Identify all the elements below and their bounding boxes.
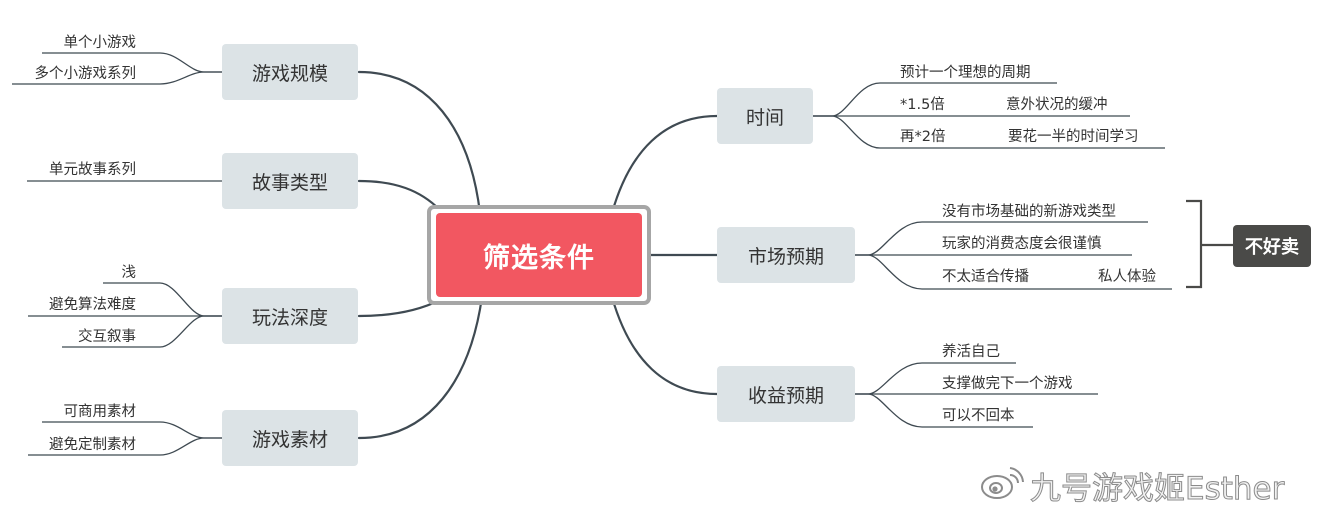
link-depth-leaf-3 bbox=[62, 315, 222, 348]
link-center-scale bbox=[357, 70, 482, 215]
link-time-leaf-3 bbox=[813, 115, 1165, 149]
link-assets-leaf-2 bbox=[28, 437, 222, 456]
topic-game-assets[interactable]: 游戏素材 bbox=[222, 410, 358, 466]
topic-game-scale[interactable]: 游戏规模 bbox=[222, 44, 358, 100]
link-center-story bbox=[357, 179, 442, 212]
leaf-time-learning[interactable]: 要花一半的时间学习 bbox=[1008, 129, 1139, 145]
leaf-market-no-base[interactable]: 没有市场基础的新游戏类型 bbox=[942, 204, 1116, 220]
link-scale-leaf-2 bbox=[12, 71, 222, 85]
topic-time[interactable]: 时间 bbox=[717, 88, 813, 144]
leaf-time-buffer[interactable]: 意外状况的缓冲 bbox=[1006, 97, 1108, 113]
leaf-assets-commercial[interactable]: 可商用素材 bbox=[63, 404, 137, 420]
leaf-story-episodic[interactable]: 单元故事系列 bbox=[49, 162, 136, 178]
weibo-icon bbox=[980, 465, 1024, 505]
leaf-market-hard-to-spread[interactable]: 不太适合传播 bbox=[942, 269, 1029, 285]
leaf-revenue-next-game[interactable]: 支撑做完下一个游戏 bbox=[942, 376, 1073, 392]
link-revenue-leaf-3 bbox=[855, 393, 1033, 428]
summary-bracket bbox=[1186, 199, 1233, 289]
summary-hard-to-sell[interactable]: 不好卖 bbox=[1233, 225, 1311, 267]
topic-story-type[interactable]: 故事类型 bbox=[222, 153, 358, 209]
link-center-time bbox=[610, 114, 719, 215]
leaf-time-ideal-cycle[interactable]: 预计一个理想的周期 bbox=[900, 65, 1031, 81]
leaf-market-cautious[interactable]: 玩家的消费态度会很谨慎 bbox=[942, 236, 1102, 252]
leaf-depth-interactive-narrative[interactable]: 交互叙事 bbox=[78, 329, 136, 345]
watermark: 九号游戏姬Esther bbox=[980, 463, 1285, 507]
leaf-scale-series[interactable]: 多个小游戏系列 bbox=[34, 66, 137, 82]
watermark-text: 九号游戏姬Esther bbox=[1029, 470, 1285, 507]
link-center-assets bbox=[357, 295, 484, 440]
leaf-revenue-no-payback[interactable]: 可以不回本 bbox=[942, 408, 1015, 424]
central-topic[interactable]: 筛选条件 bbox=[436, 213, 642, 297]
leaf-market-private-experience[interactable]: 私人体验 bbox=[1098, 269, 1156, 285]
topic-gameplay-depth[interactable]: 玩法深度 bbox=[222, 288, 358, 344]
link-market-leaf-3 bbox=[855, 254, 1172, 290]
topic-market-expectation[interactable]: 市场预期 bbox=[717, 227, 855, 283]
leaf-depth-shallow[interactable]: 浅 bbox=[121, 265, 137, 281]
link-center-revenue bbox=[610, 295, 719, 396]
leaf-scale-single[interactable]: 单个小游戏 bbox=[63, 35, 137, 51]
leaf-time-x1-5[interactable]: *1.5倍 bbox=[900, 97, 945, 113]
leaf-revenue-self-support[interactable]: 养活自己 bbox=[942, 344, 1000, 360]
leaf-assets-avoid-custom[interactable]: 避免定制素材 bbox=[49, 437, 136, 453]
leaf-depth-avoid-algorithms[interactable]: 避免算法难度 bbox=[49, 297, 136, 313]
topic-revenue-expectation[interactable]: 收益预期 bbox=[717, 366, 855, 422]
leaf-time-x2[interactable]: 再*2倍 bbox=[900, 129, 946, 145]
